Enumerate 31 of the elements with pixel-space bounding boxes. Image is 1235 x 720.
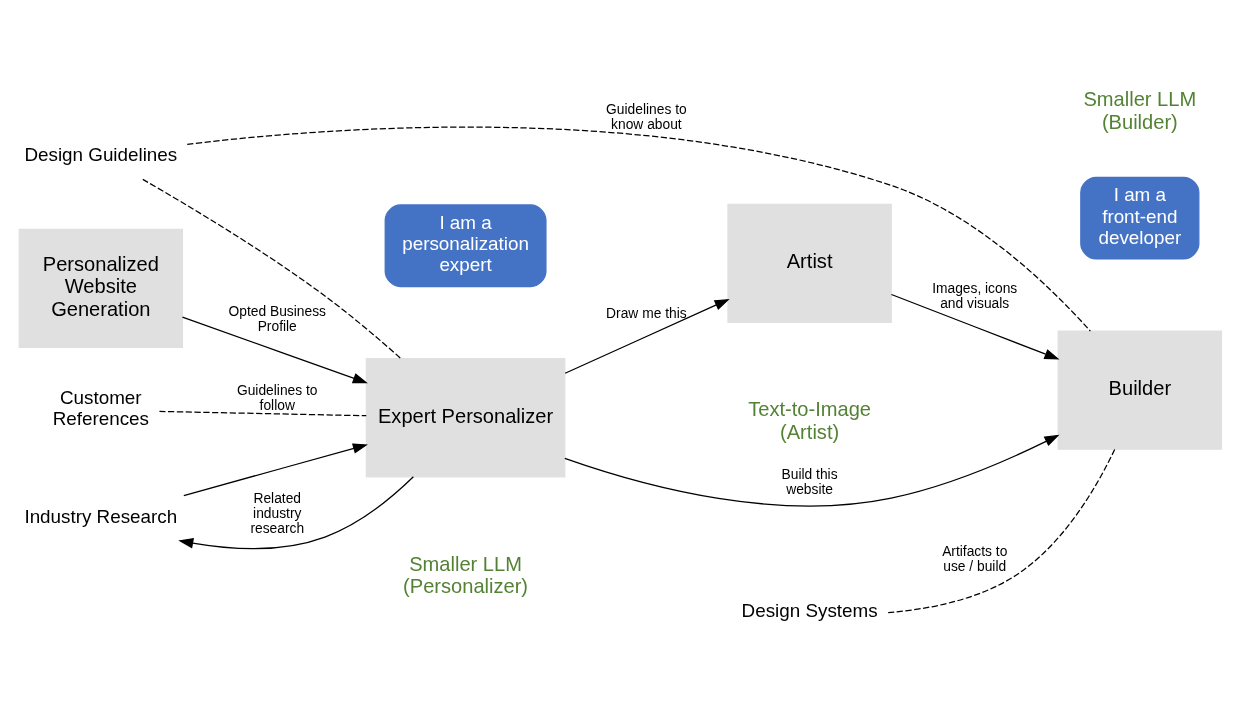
edge-label: Guidelines to follow <box>236 381 318 413</box>
arrow <box>564 434 1060 507</box>
connector <box>186 126 1091 332</box>
node-text: Design Guidelines <box>24 143 178 165</box>
node-box: I am a front-end developer <box>1080 176 1200 260</box>
edge-label: Images, icons and visuals <box>932 280 1018 312</box>
arrow <box>181 316 368 384</box>
node-text: Smaller LLM (Builder) <box>1083 88 1197 133</box>
edge-label: Related industry research <box>250 489 305 537</box>
edge-label: Build this website <box>781 466 838 498</box>
node-text: Text-to-Image (Artist) <box>748 398 871 443</box>
edge-label: Draw me this <box>606 305 687 322</box>
node-text: Customer References <box>52 386 149 430</box>
edge-label: Guidelines to know about <box>606 100 687 132</box>
connector <box>142 178 402 360</box>
edge-label: Opted Business Profile <box>228 302 326 334</box>
node-box: Builder <box>1057 330 1223 450</box>
arrow <box>178 476 414 550</box>
node-box: Expert Personalizer <box>365 358 566 478</box>
arrow <box>564 298 730 374</box>
connector <box>158 410 367 417</box>
edge-label: Artifacts to use / build <box>942 542 1008 574</box>
node-box: I am a personalization expert <box>384 204 547 288</box>
arrow <box>890 293 1060 360</box>
connector <box>887 448 1116 614</box>
node-box: Personalized Website Generation <box>18 228 184 349</box>
node-text: Smaller LLM (Personalizer) <box>403 552 529 598</box>
node-text: Industry Research <box>24 505 178 527</box>
node-box: Artist <box>727 203 892 323</box>
node-text: Design Systems <box>741 599 878 621</box>
arrow <box>183 443 368 497</box>
